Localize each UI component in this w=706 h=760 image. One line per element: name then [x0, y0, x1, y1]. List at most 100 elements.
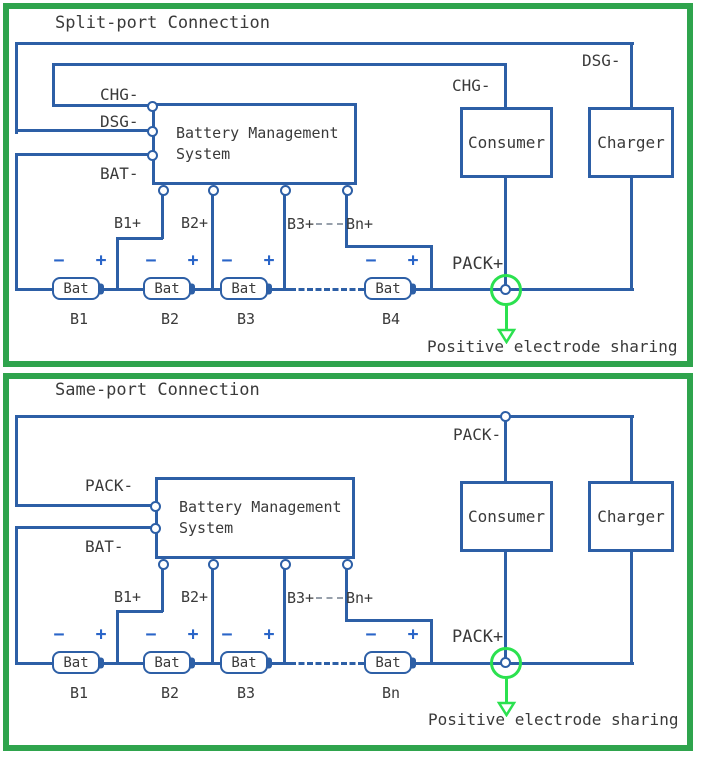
bus-dashed-wire	[290, 662, 364, 665]
battery-name: B4	[381, 310, 401, 328]
b1-tap-wire	[116, 610, 119, 665]
battery-plus-nub	[98, 657, 104, 668]
battery-bn: Bat	[364, 651, 416, 674]
minus-sign: −	[365, 250, 377, 271]
battery-name: B2	[160, 684, 180, 702]
charger-top-drop-wire	[630, 42, 633, 110]
bms-box: Battery Management System	[152, 103, 357, 185]
plus-sign: +	[187, 624, 199, 645]
b1-tap-wire	[116, 237, 119, 291]
dsg-top-wire	[15, 42, 634, 45]
battery-name: B3	[236, 684, 256, 702]
bms-label-line1: Battery Management	[179, 498, 342, 516]
chg-top-wire	[52, 63, 505, 66]
charger-box: Charger	[588, 107, 674, 178]
bat-left-wire	[15, 153, 18, 291]
battery-name: B2	[160, 310, 180, 328]
battery-b3: Bat	[220, 651, 272, 674]
charger-top-drop-wire	[630, 415, 633, 481]
plus-sign: +	[95, 250, 107, 271]
minus-sign: −	[221, 624, 233, 645]
bat-bus-stub-wire	[15, 662, 54, 665]
battery-text: Bat	[154, 654, 180, 671]
plus-sign: +	[263, 624, 275, 645]
bms-bat-terminal	[147, 150, 158, 161]
charger-label: Charger	[597, 507, 665, 526]
sharing-note: Positive electrode sharing	[427, 337, 678, 356]
pack-port-label: PACK-	[85, 476, 134, 495]
chg-left-wire	[52, 63, 55, 107]
bms-label-line2: System	[179, 519, 234, 537]
pack-minus-label: PACK-	[453, 425, 502, 444]
chg-bms-wire	[52, 104, 152, 107]
bat-bms-wire	[15, 526, 155, 529]
battery-plus-nub	[98, 283, 104, 294]
pack-bms-wire	[15, 504, 155, 507]
battery-b4: Bat	[364, 277, 416, 300]
battery-name: B1	[69, 310, 89, 328]
b3-tap-label: B3+	[287, 589, 315, 607]
bn-tap-wire	[345, 245, 433, 248]
bus-wire	[195, 288, 221, 291]
pack-plus-junction-dot	[500, 284, 511, 295]
battery-b1: Bat	[52, 277, 104, 300]
bms-cell-terminal-b3	[280, 185, 291, 196]
bn-tap-label: Bn+	[346, 589, 374, 607]
dsg-bms-wire	[15, 129, 152, 132]
charger-box: Charger	[588, 481, 674, 552]
pack-plus-bus-wire	[416, 662, 634, 665]
battery-b2: Bat	[143, 277, 195, 300]
bat-bus-stub-wire	[15, 288, 54, 291]
bus-wire	[104, 662, 144, 665]
bms-dsg-terminal	[147, 126, 158, 137]
sharing-highlight-circle	[490, 274, 522, 306]
battery-name: B1	[69, 684, 89, 702]
sharing-note: Positive electrode sharing	[428, 710, 679, 729]
consumer-box: Consumer	[460, 481, 553, 552]
bms-cell-terminal-bn	[342, 559, 353, 570]
bms-box: Battery Management System	[155, 477, 355, 559]
b1-tap-wire	[116, 610, 163, 613]
consumer-label: Consumer	[467, 133, 546, 152]
sharing-arrow-icon	[496, 679, 517, 717]
b3-tap-wire	[283, 193, 286, 291]
battery-text: Bat	[231, 654, 257, 671]
plus-sign: +	[407, 250, 419, 271]
consumer-box: Consumer	[460, 107, 553, 178]
bat-left-wire	[15, 526, 18, 665]
dsg-left-wire	[15, 42, 18, 134]
bms-cell-terminal-b1	[158, 185, 169, 196]
b2-tap-wire	[211, 567, 214, 665]
b1-tap-wire	[116, 237, 163, 240]
b2-tap-wire	[211, 193, 214, 291]
sharing-highlight-circle	[490, 647, 522, 679]
minus-sign: −	[53, 250, 65, 271]
bat-port-label: BAT-	[85, 537, 124, 556]
battery-b1: Bat	[52, 651, 104, 674]
battery-text: Bat	[375, 280, 401, 297]
b1-tap-wire	[161, 567, 164, 612]
b2-tap-label: B2+	[181, 214, 209, 232]
bat-port-label: BAT-	[100, 164, 139, 183]
minus-sign: −	[145, 250, 157, 271]
bn-tap-label: Bn+	[346, 215, 374, 233]
bn-tap-wire	[430, 619, 433, 665]
battery-text: Bat	[63, 280, 89, 297]
battery-plus-nub	[189, 283, 195, 294]
bus-wire	[272, 288, 290, 291]
battery-text: Bat	[375, 654, 401, 671]
bus-dashed-wire	[290, 288, 364, 291]
bn-tap-wire	[430, 245, 433, 291]
consumer-top-drop-wire	[504, 415, 507, 481]
bms-cell-terminal-bn	[342, 185, 353, 196]
dsg-port-label: DSG-	[100, 112, 139, 131]
battery-plus-nub	[266, 657, 272, 668]
split-panel-title: Split-port Connection	[55, 13, 270, 33]
battery-text: Bat	[154, 280, 180, 297]
b3-tap-wire	[283, 567, 286, 665]
charger-bottom-wire	[630, 552, 633, 665]
plus-sign: +	[407, 624, 419, 645]
pack-left-wire	[15, 415, 18, 507]
bms-pack-terminal	[150, 501, 161, 512]
bms-cell-terminal-b1	[158, 559, 169, 570]
